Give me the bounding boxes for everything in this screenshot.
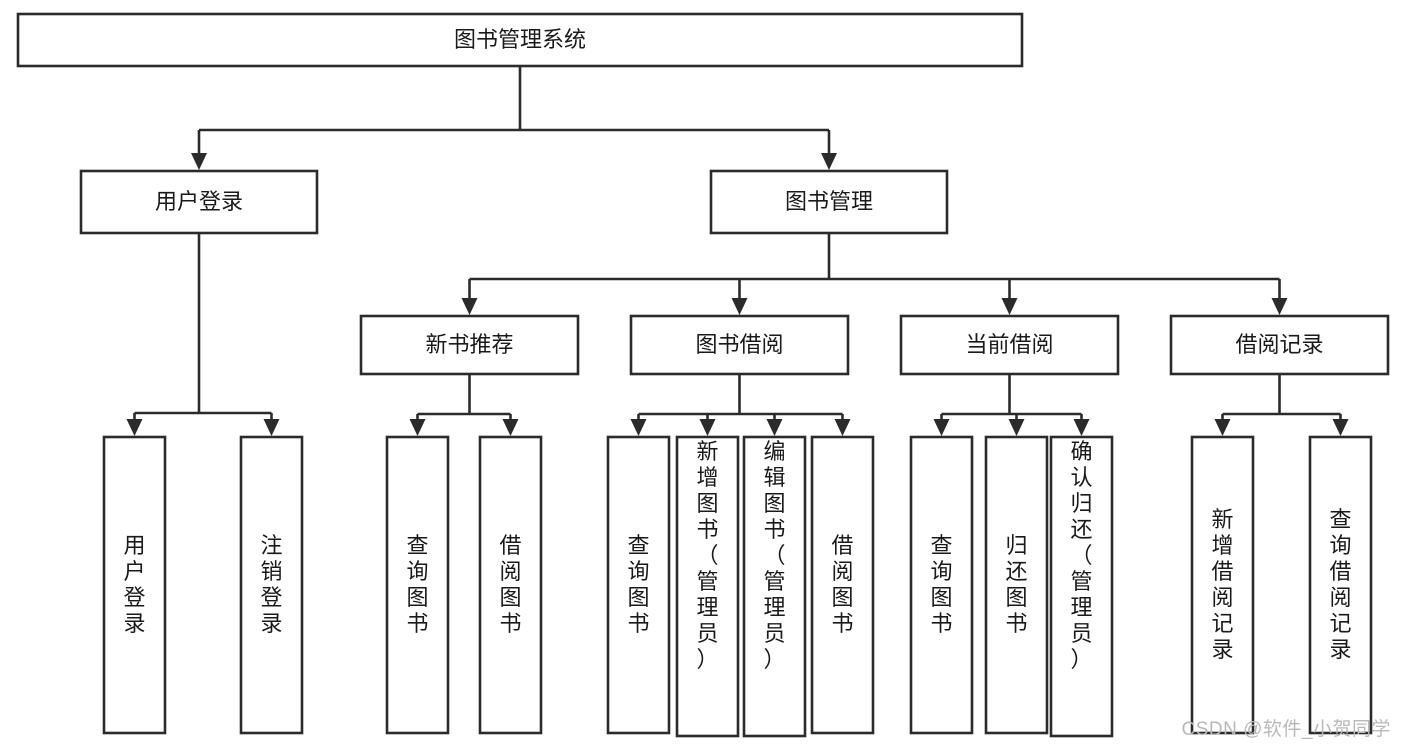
node-leaf-leaf-query-book-3[interactable]: 查询图书 — [909, 435, 974, 735]
node-leaf-leaf-borrow-book-1[interactable]: 借阅图书 — [478, 435, 543, 735]
arrow-head-icon — [409, 419, 426, 436]
node-leaf-leaf-query-record[interactable]: 查询借阅记录 — [1308, 435, 1373, 735]
arrow-head-icon — [126, 419, 143, 436]
node-leaf-leaf-query-book-1[interactable]: 查询图书 — [385, 435, 450, 735]
node-label-leaf-edit-book: 编辑图书（管理员） — [763, 439, 785, 672]
node-box-leaf-edit-book[interactable] — [742, 435, 807, 738]
node-level3-new-book-recommend[interactable]: 新书推荐 — [359, 314, 580, 376]
arrow-head-icon — [630, 419, 647, 436]
arrow-head-icon — [502, 419, 519, 436]
node-box-current-borrow[interactable] — [899, 314, 1120, 376]
node-label-leaf-user-login: 用户登录 — [123, 533, 145, 636]
node-box-leaf-query-book-1[interactable] — [385, 435, 450, 735]
node-label-leaf-add-record: 新增借阅记录 — [1211, 507, 1233, 662]
arrow-head-icon — [731, 298, 748, 315]
node-box-leaf-borrow-book-1[interactable] — [478, 435, 543, 735]
arrow-head-icon — [1008, 419, 1025, 436]
node-label-leaf-query-book-1: 查询图书 — [406, 533, 428, 636]
node-leaf-leaf-borrow-book-2[interactable]: 借阅图书 — [810, 435, 875, 735]
node-box-leaf-add-book[interactable] — [675, 435, 740, 738]
arrow-head-icon — [1001, 298, 1018, 315]
arrow-head-icon — [263, 419, 280, 436]
node-label-book-borrow: 图书借阅 — [695, 332, 783, 357]
node-level3-book-borrow[interactable]: 图书借阅 — [629, 314, 850, 376]
node-box-leaf-query-record[interactable] — [1308, 435, 1373, 735]
node-leaf-leaf-return-book[interactable]: 归还图书 — [984, 435, 1049, 735]
node-label-leaf-query-book-3: 查询图书 — [930, 533, 952, 636]
node-box-leaf-logout[interactable] — [239, 435, 304, 735]
node-label-leaf-borrow-book-2: 借阅图书 — [831, 533, 853, 636]
node-leaf-leaf-edit-book[interactable]: 编辑图书（管理员） — [742, 435, 807, 738]
arrow-head-icon — [1214, 419, 1231, 436]
arrow-head-icon — [821, 153, 837, 170]
node-label-leaf-confirm-return: 确认归还（管理员） — [1070, 439, 1092, 672]
node-level3-borrow-record[interactable]: 借阅记录 — [1169, 314, 1390, 376]
node-leaf-leaf-query-book-2[interactable]: 查询图书 — [606, 435, 671, 735]
node-root[interactable]: 图书管理系统 — [16, 12, 1024, 68]
node-label-root: 图书管理系统 — [454, 27, 586, 52]
arrow-head-icon — [699, 419, 716, 436]
arrow-head-icon — [933, 419, 950, 436]
node-box-new-book-recommend[interactable] — [359, 314, 580, 376]
node-leaf-leaf-add-record[interactable]: 新增借阅记录 — [1190, 435, 1255, 735]
node-box-user-login[interactable] — [79, 169, 319, 235]
node-label-leaf-logout: 注销登录 — [260, 533, 282, 636]
node-boxes-layer: 图书管理系统用户登录图书管理新书推荐图书借阅当前借阅借阅记录用户登录注销登录查询… — [16, 12, 1390, 738]
node-label-leaf-return-book: 归还图书 — [1005, 533, 1027, 636]
node-box-leaf-confirm-return[interactable] — [1049, 435, 1114, 738]
node-leaf-leaf-add-book[interactable]: 新增图书（管理员） — [675, 435, 740, 738]
node-label-user-login: 用户登录 — [155, 189, 243, 214]
node-box-leaf-query-book-3[interactable] — [909, 435, 974, 735]
node-box-leaf-query-book-2[interactable] — [606, 435, 671, 735]
node-label-leaf-query-record: 查询借阅记录 — [1329, 507, 1351, 662]
arrow-head-icon — [461, 298, 478, 315]
node-level2-book-manage[interactable]: 图书管理 — [709, 169, 949, 235]
node-box-book-manage[interactable] — [709, 169, 949, 235]
connector-edges-layer — [126, 66, 1349, 436]
node-leaf-leaf-logout[interactable]: 注销登录 — [239, 435, 304, 735]
node-label-borrow-record: 借阅记录 — [1235, 332, 1323, 357]
node-label-new-book-recommend: 新书推荐 — [425, 332, 513, 357]
arrow-head-icon — [1271, 298, 1288, 315]
node-box-leaf-borrow-book-2[interactable] — [810, 435, 875, 735]
node-label-current-borrow: 当前借阅 — [965, 332, 1053, 357]
node-label-leaf-borrow-book-1: 借阅图书 — [499, 533, 521, 636]
arrow-head-icon — [1332, 419, 1349, 436]
node-level2-user-login[interactable]: 用户登录 — [79, 169, 319, 235]
arrow-head-icon — [1073, 419, 1090, 436]
arrow-head-icon — [834, 419, 851, 436]
node-label-leaf-query-book-2: 查询图书 — [627, 533, 649, 636]
node-box-book-borrow[interactable] — [629, 314, 850, 376]
node-level3-current-borrow[interactable]: 当前借阅 — [899, 314, 1120, 376]
arrow-head-icon — [766, 419, 783, 436]
arrow-head-icon — [191, 153, 207, 170]
node-leaf-leaf-user-login[interactable]: 用户登录 — [102, 435, 167, 735]
node-leaf-leaf-confirm-return[interactable]: 确认归还（管理员） — [1049, 435, 1114, 738]
node-box-root[interactable] — [16, 12, 1024, 68]
node-box-leaf-return-book[interactable] — [984, 435, 1049, 735]
node-box-borrow-record[interactable] — [1169, 314, 1390, 376]
node-box-leaf-user-login[interactable] — [102, 435, 167, 735]
node-label-leaf-add-book: 新增图书（管理员） — [696, 439, 718, 672]
node-label-book-manage: 图书管理 — [785, 189, 873, 214]
node-box-leaf-add-record[interactable] — [1190, 435, 1255, 735]
